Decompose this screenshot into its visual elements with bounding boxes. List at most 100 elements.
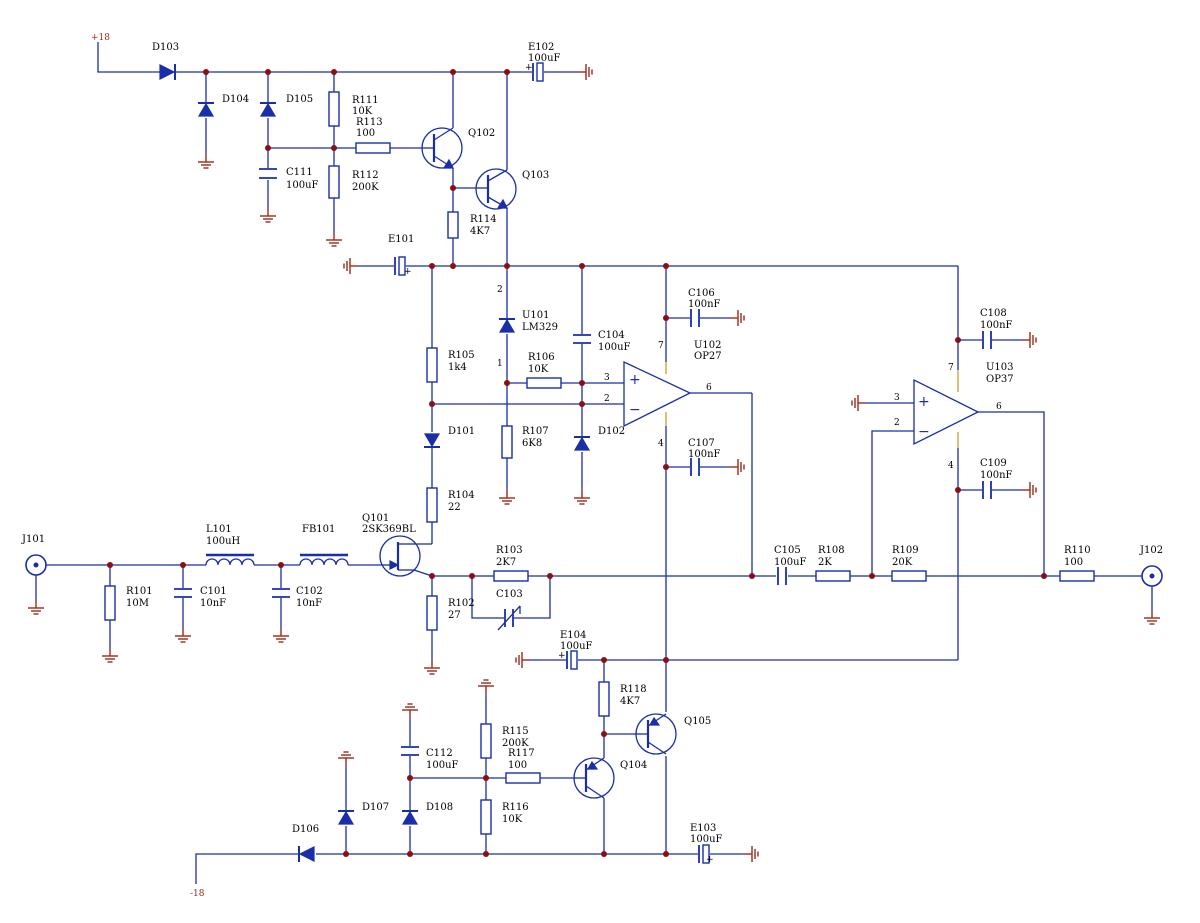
e103-label: E103 bbox=[690, 823, 716, 834]
c107-plates bbox=[690, 458, 700, 476]
u101-value: LM329 bbox=[522, 322, 558, 333]
c107-label: C107 bbox=[688, 438, 715, 449]
r114-body bbox=[447, 211, 459, 239]
c106-value: 100nF bbox=[688, 299, 721, 310]
u101-pin-top: 2 bbox=[497, 285, 503, 295]
c111-label: C111 bbox=[286, 167, 313, 178]
r109-value: 20K bbox=[892, 557, 913, 568]
u103-pin-4: 4 bbox=[948, 461, 954, 471]
c112-plates bbox=[401, 746, 419, 756]
d102-diode bbox=[573, 436, 591, 451]
r110-value: 100 bbox=[1064, 557, 1083, 568]
e102-body bbox=[532, 62, 544, 82]
d105-diode bbox=[259, 102, 277, 117]
q101-value: 2SK369BL bbox=[362, 524, 416, 535]
r111-value: 10K bbox=[352, 106, 373, 117]
e102-label: E102 bbox=[528, 42, 554, 53]
fb101-ferrite bbox=[299, 553, 349, 566]
r102-body bbox=[426, 595, 438, 631]
r113-value: 100 bbox=[356, 128, 375, 139]
r115-label: R115 bbox=[502, 726, 529, 737]
c104-label: C104 bbox=[598, 330, 625, 341]
rail-pos-label: +18 bbox=[91, 33, 110, 43]
u102-minus-sign: − bbox=[629, 402, 641, 418]
c112-label: C112 bbox=[426, 748, 453, 759]
j102-connector bbox=[1141, 565, 1163, 610]
u103-pin-7: 7 bbox=[948, 363, 954, 373]
l101-label: L101 bbox=[206, 524, 232, 535]
fb101-label: FB101 bbox=[302, 524, 335, 535]
r105-label: R105 bbox=[448, 350, 475, 361]
rail-neg-label: -18 bbox=[190, 889, 205, 899]
u103-minus-sign: − bbox=[918, 424, 930, 440]
q101-label: Q101 bbox=[362, 513, 389, 524]
c107-value: 100nF bbox=[688, 449, 721, 460]
c102-label: C102 bbox=[296, 586, 323, 597]
d108-diode bbox=[401, 810, 419, 825]
u102-value: OP27 bbox=[694, 351, 722, 362]
u103-pin-6: 6 bbox=[996, 402, 1002, 412]
d106-diode bbox=[298, 846, 315, 862]
c106-plates bbox=[690, 309, 700, 327]
u102-pin-6: 6 bbox=[706, 383, 712, 393]
r107-value: 6K8 bbox=[522, 438, 542, 449]
q104-label: Q104 bbox=[620, 760, 647, 771]
c112-value: 100uF bbox=[426, 760, 459, 771]
r104-label: R104 bbox=[448, 490, 475, 501]
e104-value: 100uF bbox=[560, 641, 593, 652]
l101-inductor bbox=[205, 553, 255, 566]
r114-value: 4K7 bbox=[470, 226, 490, 237]
e104-label: E104 bbox=[560, 630, 586, 641]
r101-body bbox=[104, 585, 116, 621]
j101-connector bbox=[25, 554, 47, 600]
d101-diode bbox=[423, 433, 441, 448]
q103-label: Q103 bbox=[522, 170, 549, 181]
r110-label: R110 bbox=[1064, 545, 1091, 556]
c105-plates bbox=[777, 567, 787, 585]
u102-plus-sign: + bbox=[629, 372, 641, 388]
r116-label: R116 bbox=[502, 802, 529, 813]
q102-npn bbox=[421, 127, 463, 169]
r115-value: 200K bbox=[502, 738, 529, 749]
u101-label: U101 bbox=[522, 310, 550, 321]
c111-plates bbox=[259, 168, 277, 179]
wires bbox=[46, 42, 1142, 884]
q103-npn bbox=[475, 168, 517, 210]
d108-label: D108 bbox=[426, 802, 453, 813]
q105-label: Q105 bbox=[684, 716, 711, 727]
d103-diode bbox=[159, 64, 176, 80]
r103-body bbox=[493, 570, 529, 582]
e102-value: 100uF bbox=[528, 53, 561, 64]
r109-label: R109 bbox=[892, 545, 919, 556]
e103-value: 100uF bbox=[690, 834, 723, 845]
labels: +18 -18 D103 D104 D105 R111 10K R113 100… bbox=[21, 33, 1163, 899]
r101-value: 10M bbox=[126, 598, 149, 609]
c104-plates bbox=[573, 334, 591, 344]
l101-value: 100uH bbox=[206, 536, 241, 547]
d107-label: D107 bbox=[362, 802, 389, 813]
r116-body bbox=[480, 799, 492, 835]
d104-label: D104 bbox=[222, 94, 249, 105]
r105-value: 1k4 bbox=[448, 362, 467, 373]
r103-label: R103 bbox=[496, 545, 523, 556]
c108-plates bbox=[982, 331, 992, 349]
r117-value: 100 bbox=[508, 760, 527, 771]
r118-body bbox=[598, 681, 610, 717]
c111-value: 100uF bbox=[286, 180, 319, 191]
r104-body bbox=[426, 487, 438, 523]
e104-body bbox=[566, 650, 578, 670]
c108-value: 100nF bbox=[980, 320, 1013, 331]
d106-label: D106 bbox=[292, 824, 319, 835]
e102-plus: + bbox=[525, 63, 533, 73]
j102-label: J102 bbox=[1139, 545, 1163, 556]
r105-body bbox=[426, 347, 438, 383]
r102-value: 27 bbox=[448, 610, 461, 621]
c109-label: C109 bbox=[980, 458, 1007, 469]
c106-label: C106 bbox=[688, 288, 715, 299]
u103-pin-3: 3 bbox=[894, 393, 900, 403]
r117-label: R117 bbox=[508, 748, 535, 759]
r103-value: 2K7 bbox=[496, 557, 516, 568]
r106-body bbox=[526, 377, 562, 389]
e103-body bbox=[698, 844, 710, 864]
r112-body bbox=[328, 165, 340, 199]
